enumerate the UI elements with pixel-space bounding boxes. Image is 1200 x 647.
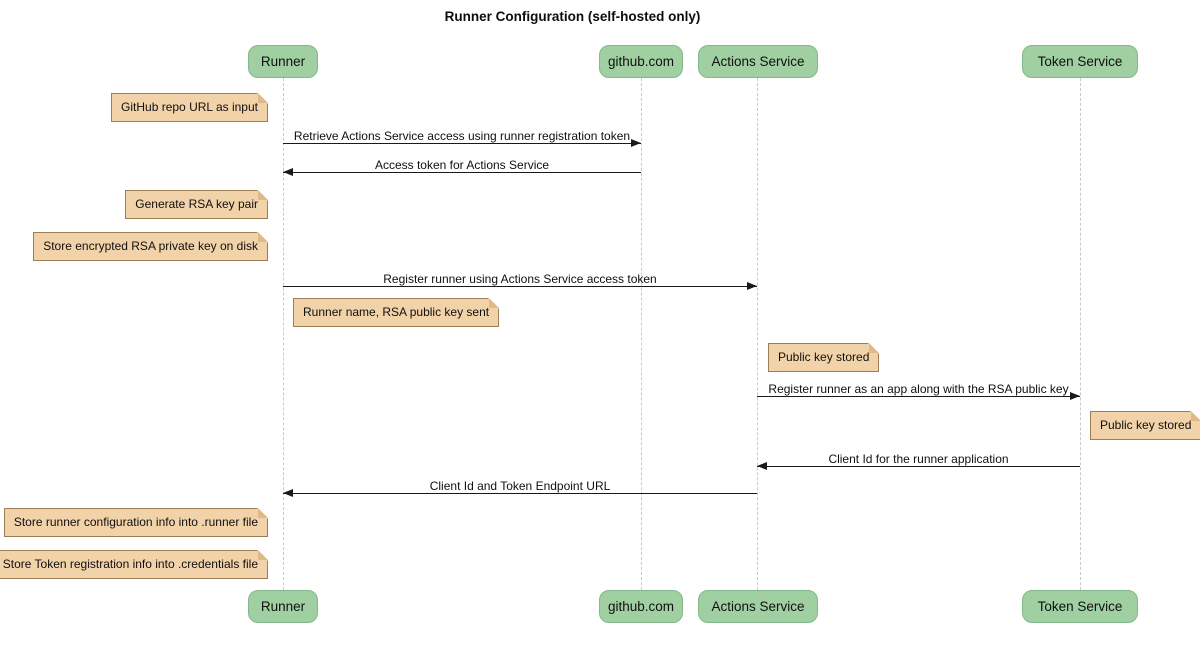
lifeline-token-service: [1080, 78, 1081, 590]
note-generate-rsa-key-pair: Generate RSA key pair: [125, 190, 268, 219]
note-github-repo-url: GitHub repo URL as input: [111, 93, 268, 122]
participant-runner-bottom: Runner: [248, 590, 318, 623]
participant-token-service-top: Token Service: [1022, 45, 1138, 78]
note-public-key-stored-token: Public key stored: [1090, 411, 1200, 440]
arrow-left-icon: [757, 462, 767, 470]
lifeline-actions-service: [757, 78, 758, 590]
participant-github-top: github.com: [599, 45, 683, 78]
message-2-label: Access token for Actions Service: [374, 158, 550, 172]
message-4-line: [757, 396, 1080, 397]
participant-token-service-bottom: Token Service: [1022, 590, 1138, 623]
message-6-label: Client Id and Token Endpoint URL: [429, 479, 611, 493]
message-6-line: [283, 493, 757, 494]
arrow-left-icon: [283, 489, 293, 497]
message-4-label: Register runner as an app along with the…: [768, 382, 1069, 396]
note-store-token-registration: Store Token registration info into .cred…: [0, 550, 269, 579]
message-3-label: Register runner using Actions Service ac…: [383, 272, 657, 286]
note-runner-name-public-key-sent: Runner name, RSA public key sent: [293, 298, 500, 327]
message-2-line: [283, 172, 641, 173]
participant-actions-service-top: Actions Service: [698, 45, 818, 78]
message-3-line: [283, 286, 757, 287]
message-5-line: [757, 466, 1080, 467]
lifeline-github: [641, 78, 642, 590]
diagram-title: Runner Configuration (self-hosted only): [444, 9, 701, 24]
note-public-key-stored-actions: Public key stored: [768, 343, 880, 372]
participant-github-bottom: github.com: [599, 590, 683, 623]
lifeline-runner: [283, 78, 284, 590]
note-store-runner-config: Store runner configuration info into .ru…: [3, 508, 269, 537]
message-1-line: [283, 143, 641, 144]
arrow-left-icon: [283, 168, 293, 176]
message-5-label: Client Id for the runner application: [828, 452, 1009, 466]
participant-actions-service-bottom: Actions Service: [698, 590, 818, 623]
note-store-encrypted-private-key: Store encrypted RSA private key on disk: [33, 232, 268, 261]
arrow-right-icon: [1070, 392, 1080, 400]
arrow-right-icon: [631, 139, 641, 147]
arrow-right-icon: [747, 282, 757, 290]
message-1-label: Retrieve Actions Service access using ru…: [293, 129, 631, 143]
participant-runner-top: Runner: [248, 45, 318, 78]
